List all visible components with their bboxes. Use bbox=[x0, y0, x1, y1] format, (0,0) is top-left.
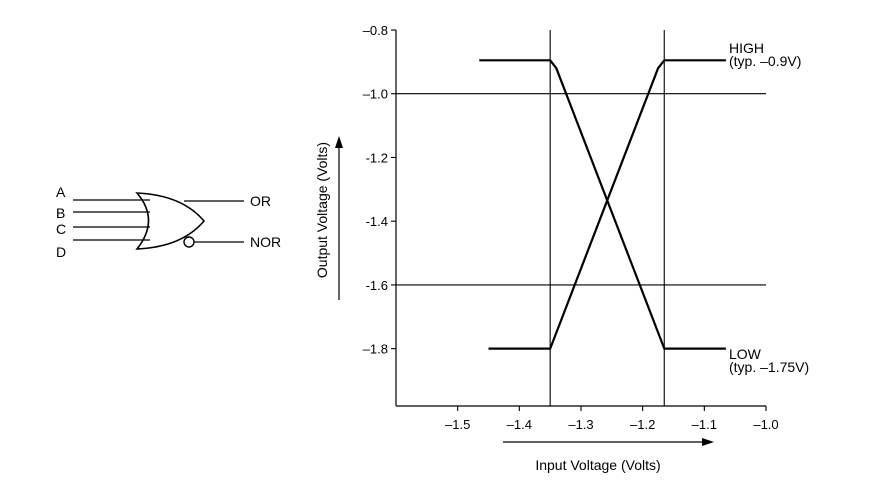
gate-output-or: OR bbox=[250, 193, 271, 209]
high-typical-label: (typ. –0.9V) bbox=[729, 53, 801, 69]
x-tick-label: –1.0 bbox=[753, 417, 778, 432]
y-tick-label: –0.8 bbox=[363, 23, 388, 38]
y-axis-arrowhead bbox=[335, 136, 343, 148]
reference-lines bbox=[396, 30, 766, 406]
x-tick-label: –1.3 bbox=[568, 417, 593, 432]
x-tick-label: –1.2 bbox=[630, 417, 655, 432]
gate-input-d: D bbox=[56, 244, 66, 260]
gate-input-b: B bbox=[56, 205, 65, 221]
y-tick-label: -1.2 bbox=[366, 150, 388, 165]
rising-transfer-curve bbox=[488, 59, 726, 350]
inversion-bubble bbox=[183, 236, 195, 248]
gate-output-nor: NOR bbox=[250, 234, 281, 250]
gate-input-c: C bbox=[56, 221, 66, 237]
y-tick-label: –1.8 bbox=[363, 342, 388, 357]
falling-transfer-curve bbox=[479, 59, 726, 350]
high-label: HIGH bbox=[729, 40, 764, 56]
x-tick-label: –1.1 bbox=[692, 417, 717, 432]
y-tick-label: -1.4 bbox=[366, 214, 388, 229]
y-tick-label: –1.0 bbox=[363, 87, 388, 102]
x-tick-label: –1.5 bbox=[445, 417, 470, 432]
x-ticks: –1.5 –1.4 –1.3 –1.2 –1.1 –1.0 bbox=[445, 406, 779, 432]
transfer-chart: –1.5 –1.4 –1.3 –1.2 –1.1 –1.0 –0.8 –1.0 … bbox=[314, 23, 809, 473]
low-typical-label: (typ. –1.75V) bbox=[729, 359, 809, 375]
x-axis-title: Input Voltage (Volts) bbox=[535, 457, 660, 473]
or-gate-body bbox=[135, 192, 206, 250]
y-axis-title: Output Voltage (Volts) bbox=[314, 142, 330, 278]
x-axis-arrowhead bbox=[702, 438, 714, 446]
x-tick-label: –1.4 bbox=[507, 417, 532, 432]
low-label: LOW bbox=[729, 346, 762, 362]
gate-input-a: A bbox=[56, 184, 66, 200]
y-tick-label: -1.6 bbox=[366, 278, 388, 293]
y-ticks: –0.8 –1.0 -1.2 -1.4 -1.6 –1.8 bbox=[363, 23, 396, 357]
nor-gate-diagram: A B C D OR NOR bbox=[56, 184, 281, 260]
